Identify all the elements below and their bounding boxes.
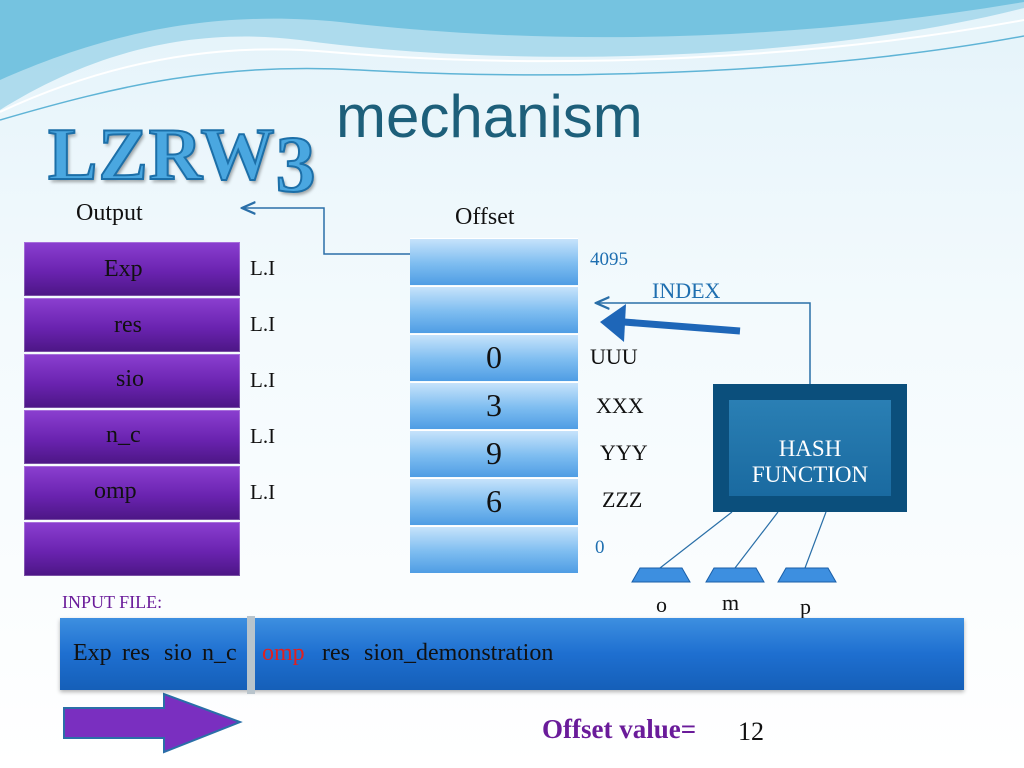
input-file-label: INPUT FILE: [62,592,163,612]
offset-cell-text: 0 [486,339,502,375]
input-segment: sion_demonstration [364,640,554,666]
literal-indicator: L.I [250,480,276,504]
input-segment: res [322,640,350,666]
input-segment: res [122,640,150,666]
output-cell: sio [24,354,240,408]
hash-entry: UUU [590,344,638,369]
offset-cell-text: 6 [486,483,502,519]
hash-input-foot [777,567,837,583]
offset-cell-text: 9 [486,435,502,471]
logo-subscript: 3 [275,120,317,210]
hash-input-line [804,511,827,569]
logo-text: LZRW [47,113,276,197]
scan-direction-arrow [63,692,243,754]
output-cell [24,522,240,576]
slide-title: mechanism [336,83,643,150]
input-segment: Exp [73,640,112,666]
hash-entry: XXX [596,393,644,418]
offset-cell: 0 [410,334,578,381]
output-cell: n_c [24,410,240,464]
literal-indicator: L.I [250,424,276,448]
hash-input-char: o [656,592,667,617]
offset-cell: 9 [410,430,578,477]
output-cell-text: res [114,312,142,338]
offset-label: Offset [455,204,515,230]
input-file-bar: Exp res sio n_c omp res sion_demonstrati… [60,618,964,690]
output-cell: res [24,298,240,352]
input-segment-highlight: omp [262,640,305,666]
offset-value-label: Offset value= [542,714,697,744]
hash-entry: ZZZ [602,487,643,512]
hash-title-line2: FUNCTION [751,462,869,487]
hash-function-box: HASH FUNCTION [713,384,907,512]
index-bottom-value: 0 [595,537,605,558]
output-cell-text: n_c [106,422,141,448]
offset-value: 12 [738,717,764,746]
offset-cell [410,238,578,285]
hash-input-foot [631,567,691,583]
offset-cell: 6 [410,478,578,525]
index-top-value: 4095 [590,249,628,270]
hash-input-char: p [800,594,811,619]
offset-cell [410,286,578,333]
hash-entry: YYY [600,440,648,465]
literal-indicator: L.I [250,312,276,336]
scan-position-marker [247,616,255,694]
header-wave-decoration [0,0,1024,121]
output-cell: Exp [24,242,240,296]
offset-cell [410,526,578,573]
lzrw3-logo: LZRW3 [47,108,317,210]
input-segment: sio [164,640,193,666]
hash-title-line1: HASH [778,436,842,461]
hash-to-index-arrow [596,303,811,384]
output-label: Output [76,200,143,226]
literal-indicator: L.I [250,256,276,280]
index-label: INDEX [652,278,721,303]
output-cell-text: omp [94,478,137,504]
offset-cell-text: 3 [486,387,502,423]
output-cell: omp [24,466,240,520]
hash-input-char: m [722,590,740,615]
hash-input-foot [705,567,765,583]
output-cell-text: sio [116,366,145,392]
offset-to-output-arrow [242,208,410,255]
index-pointer-arrow [600,304,741,342]
hash-input-line [659,511,733,569]
output-cell-text: Exp [104,256,143,282]
input-segment: n_c [202,640,237,666]
offset-cell: 3 [410,382,578,429]
hash-input-line [734,511,779,569]
literal-indicator: L.I [250,368,276,392]
